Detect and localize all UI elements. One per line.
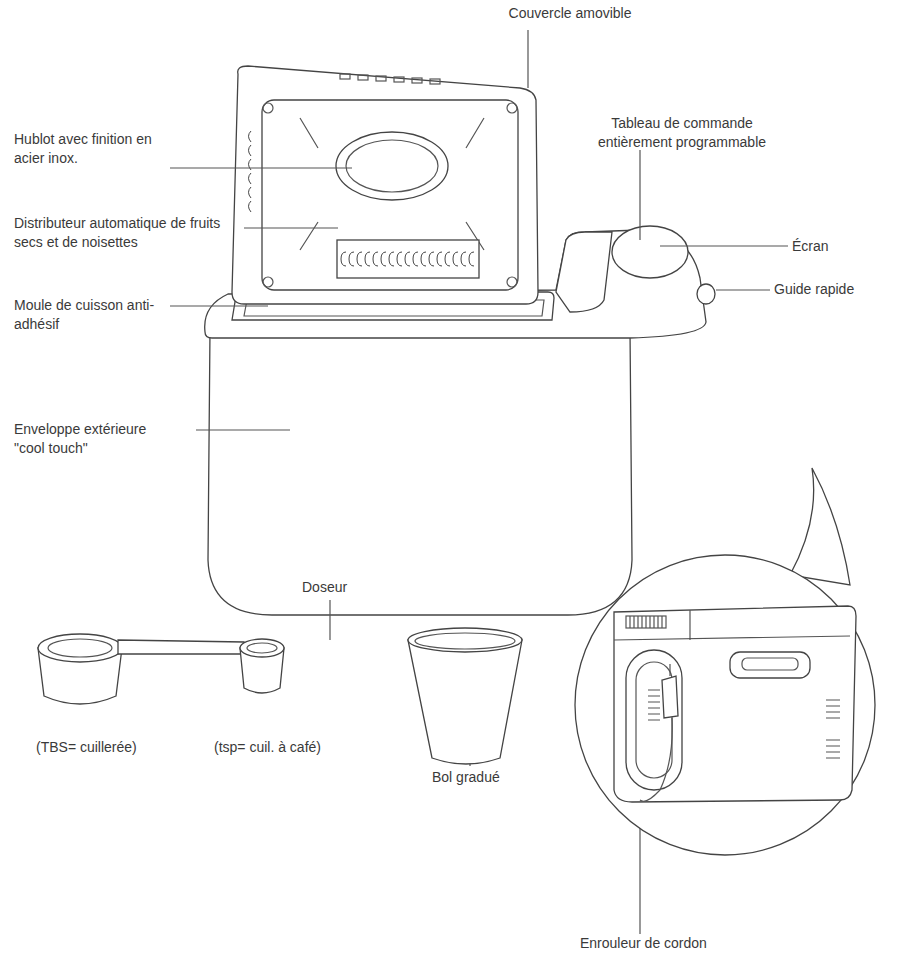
part-label: Couvercle amovible (470, 4, 670, 23)
spoon-handle (118, 640, 244, 654)
display-screen (612, 226, 688, 278)
inset-pointer (790, 468, 850, 585)
handle-recess (730, 652, 810, 678)
part-label: Guide rapide (774, 280, 884, 299)
lid-slots (340, 74, 440, 84)
guide-knob (697, 284, 715, 304)
part-label: Tableau de commande entièrement programm… (592, 114, 772, 152)
part-label: (tsp= cuil. à café) (214, 738, 364, 757)
part-label: Distributeur automatique de fruits secs … (14, 214, 239, 252)
part-label: Enrouleur de cordon (580, 934, 760, 953)
lid-vents (244, 130, 256, 214)
plug (662, 676, 678, 718)
part-label: Enveloppe extérieure "cool touch" (14, 420, 164, 458)
outer-shell (208, 330, 632, 615)
dispenser (337, 240, 479, 278)
dispenser-grille (340, 250, 474, 268)
part-label: Moule de cuisson anti-adhésif (14, 296, 164, 334)
cord-winder (626, 650, 682, 790)
part-label: Bol gradué (432, 768, 532, 787)
side-vents (826, 700, 840, 758)
inset-circle (575, 555, 875, 855)
measuring-cup (408, 640, 522, 764)
control-tower (556, 232, 612, 312)
part-label: Écran (792, 237, 872, 256)
part-label: Doseur (302, 578, 382, 597)
machine-back (614, 606, 856, 802)
viewing-window (336, 132, 448, 200)
lid-inner-panel (262, 100, 518, 290)
removable-lid (232, 66, 538, 304)
part-label: (TBS= cuillerée) (36, 738, 186, 757)
panel-folds (300, 118, 484, 250)
part-label: Hublot avec finition en acier inox. (14, 130, 159, 168)
